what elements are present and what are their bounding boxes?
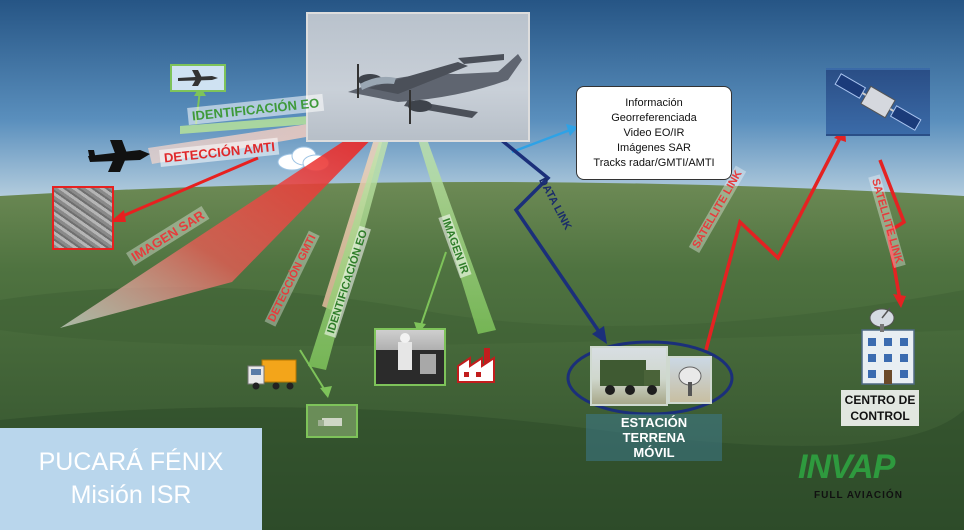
- ir-arrow: [419, 251, 447, 329]
- satellite-photo: [826, 68, 930, 136]
- mobile-station-truck-photo: [590, 346, 668, 406]
- invap-logo: INVAP FULL AVIACIÓN: [792, 448, 942, 508]
- info-line-5: Tracks radar/GMTI/AMTI: [593, 156, 715, 169]
- target-aircraft-icon: [88, 140, 150, 172]
- eo-target-photo: [170, 64, 226, 92]
- small-aircraft-icon: [178, 70, 218, 86]
- logo-sub-text: FULL AVIACIÓN: [814, 490, 903, 501]
- sar-image-beam: [60, 114, 392, 328]
- factory-icon: [457, 348, 495, 383]
- info-arrow: [511, 128, 571, 154]
- info-line-1: Información: [625, 96, 683, 109]
- ground-station-line-2: MÓVIL: [633, 445, 675, 460]
- eo-vehicle-photo: [306, 404, 358, 438]
- sar-arrow: [117, 156, 259, 220]
- military-truck-icon: [600, 360, 660, 395]
- eo-identification-beam: [308, 126, 392, 370]
- aircraft-icon: [348, 54, 522, 124]
- control-center-label: CENTRO DE CONTROL: [841, 390, 919, 426]
- logo-main-text: INVAP: [798, 448, 895, 486]
- sar-image-photo: [52, 186, 114, 250]
- mission-title: PUCARÁ FÉNIX: [38, 448, 224, 476]
- satellite-icon: [834, 73, 922, 131]
- mission-title-box: PUCARÁ FÉNIX Misión ISR: [0, 428, 262, 530]
- ground-station-label: ESTACIÓN TERRENA MÓVIL: [586, 414, 722, 461]
- terrain-ridge: [0, 287, 964, 346]
- satellite-link-down-line: [878, 159, 907, 301]
- data-link-arrowhead: [592, 326, 607, 344]
- ir-image-photo: [374, 328, 446, 386]
- antenna-icon: [678, 366, 702, 396]
- mission-subtitle: Misión ISR: [70, 481, 192, 509]
- information-box: Información Georreferenciada Video EO/IR…: [576, 86, 732, 180]
- sar-arrowhead: [110, 210, 126, 222]
- info-arrowhead: [566, 124, 578, 136]
- control-center-line-2: CONTROL: [850, 409, 910, 423]
- ground-station-line-1: ESTACIÓN TERRENA: [620, 415, 688, 445]
- truck-icon: [247, 359, 297, 390]
- control-center-building-icon: [861, 307, 915, 385]
- satellite-link-up-line: [704, 137, 842, 351]
- aircraft-photo: [306, 12, 530, 142]
- ir-scene-icon: [376, 333, 444, 384]
- satellite-link-down-arrowhead: [893, 294, 906, 308]
- vehicle-icon: [318, 418, 342, 426]
- eo-arrowhead: [320, 386, 332, 398]
- info-line-3: Video EO/IR: [623, 126, 685, 139]
- info-line-4: Imágenes SAR: [617, 141, 691, 154]
- info-line-2: Georreferenciada: [611, 111, 697, 124]
- control-center-line-1: CENTRO DE: [844, 393, 916, 407]
- antenna-photo: [668, 356, 712, 404]
- data-link-line: [460, 106, 604, 337]
- eo-arrow: [299, 349, 327, 393]
